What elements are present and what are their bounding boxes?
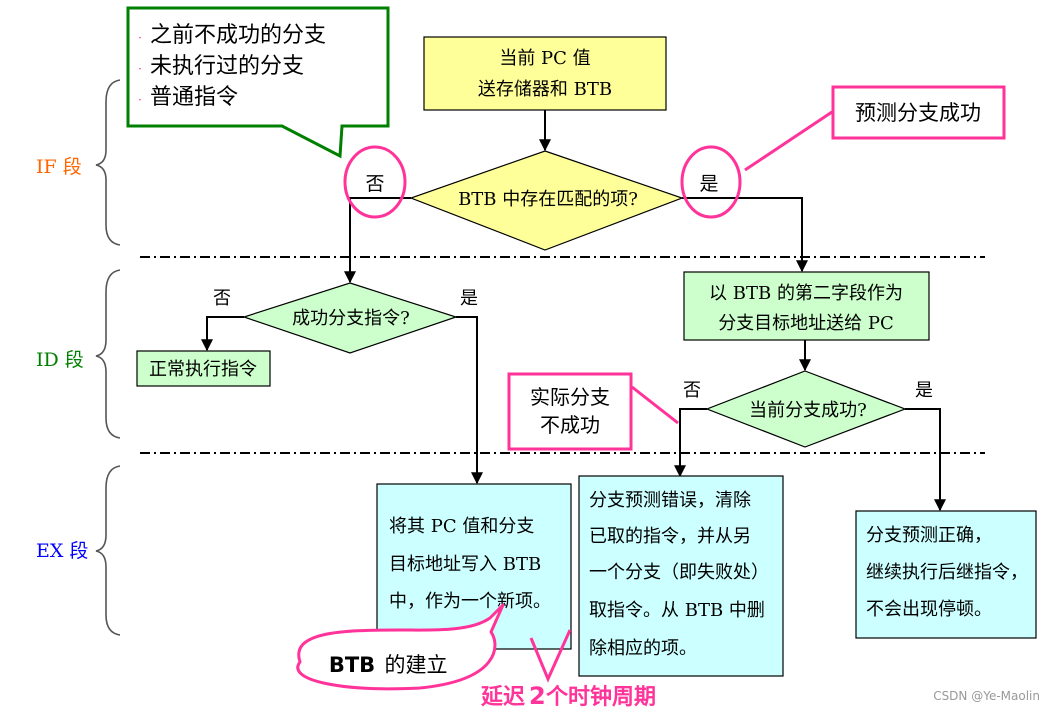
correct-line1: 分支预测正确，: [866, 525, 992, 546]
delay-marker: [529, 629, 572, 683]
correct-line3: 不会出现停顿。: [866, 599, 992, 620]
correct-prediction-box: 分支预测正确， 继续执行后继指令， 不会出现停顿。: [855, 510, 1037, 639]
start-box-line1: 当前 PC 值: [499, 48, 590, 69]
delay-label-number: 2: [529, 682, 546, 710]
delay-label-prefix: 延迟: [480, 684, 525, 710]
write-btb-line3: 中，作为一个新项。: [389, 591, 551, 612]
write-btb-box: 将其 PC 值和分支 目标地址写入 BTB 中，作为一个新项。: [376, 483, 572, 650]
callout-actual-fail-line1: 实际分支: [530, 385, 610, 409]
decision-branch-text: 成功分支指令?: [292, 308, 410, 329]
label-yes-top: 是: [699, 173, 718, 195]
mispredict-line3: 一个分支（即失败处）: [589, 562, 769, 583]
write-btb-line1: 将其 PC 值和分支: [389, 516, 534, 537]
decision-btb-text: BTB 中存在匹配的项?: [458, 189, 638, 210]
write-btb-line2: 目标地址写入 BTB: [389, 554, 541, 575]
arrow-branch-no: [201, 316, 244, 352]
decision-current-text: 当前分支成功?: [749, 400, 867, 421]
ex-brace: [95, 465, 121, 636]
if-brace: [95, 79, 121, 246]
highlight-no-circle: [343, 145, 407, 219]
callout-btb-build-suffix: 的建立: [385, 653, 448, 677]
label-no-current: 否: [683, 380, 701, 401]
callout-bullet-2: ·: [138, 62, 142, 76]
callout-actual-fail-line2: 不成功: [540, 413, 600, 437]
stage-label-ex: EX 段: [36, 540, 88, 562]
mispredict-line2: 已取的指令，并从另: [589, 526, 751, 547]
decision-btb-match: BTB 中存在匹配的项?: [409, 150, 684, 251]
normal-exec-text: 正常执行指令: [149, 359, 257, 380]
callout-item-2: 未执行过的分支: [150, 54, 304, 79]
label-no-top: 否: [365, 173, 384, 195]
mispredict-line1: 分支预测错误，清除: [589, 490, 751, 511]
btb-target-box: 以 BTB 的第二字段作为 分支目标地址送给 PC: [683, 271, 930, 341]
stage-braces: [95, 79, 121, 636]
callout-predict-success: 预测分支成功: [831, 85, 1006, 140]
btb-target-line2: 分支目标地址送给 PC: [718, 313, 894, 334]
callout-bullet-1: ·: [138, 31, 142, 45]
highlight-yes-circle: [680, 145, 742, 219]
callout-btb-build-prefix: BTB: [329, 653, 375, 677]
callout-predict-text: 预测分支成功: [855, 101, 981, 125]
mispredict-line4: 取指令。从 BTB 中删: [589, 600, 765, 621]
normal-exec-box: 正常执行指令: [136, 350, 271, 387]
callout-item-3: 普通指令: [150, 85, 238, 110]
callout-bullet-3: ·: [138, 93, 142, 107]
mispredict-box: 分支预测错误，清除 已取的指令，并从另 一个分支（即失败处） 取指令。从 BTB…: [578, 475, 784, 677]
stage-label-if: IF 段: [36, 156, 82, 178]
arrow-branch-yes: [456, 316, 483, 485]
label-yes-current: 是: [915, 380, 933, 401]
start-box-line2: 送存储器和 BTB: [478, 79, 612, 100]
label-no-id: 否: [213, 288, 231, 309]
stage-label-id: ID 段: [36, 349, 84, 371]
mispredict-line5: 除相应的项。: [589, 638, 697, 659]
decision-branch-instruction: 成功分支指令?: [242, 282, 458, 354]
id-brace: [95, 269, 121, 439]
callout-predict-pointer: [744, 110, 833, 172]
watermark: CSDN @Ye-Maolin: [933, 689, 1040, 703]
callout-item-1: 之前不成功的分支: [150, 23, 326, 48]
correct-line2: 继续执行后继指令，: [866, 562, 1028, 583]
callout-btb-build: BTB 的建立: [296, 603, 505, 691]
delay-label-suffix: 个时钟周期: [546, 684, 656, 710]
decision-current-branch: 当前分支成功?: [705, 370, 907, 448]
arrow-current-yes: [905, 408, 946, 512]
arrow-current-no: [674, 408, 707, 478]
callout-actual-fail-pointer: [631, 385, 679, 425]
callout-unsuccessful-branches: · 之前不成功的分支 · 未执行过的分支 · 普通指令: [126, 6, 390, 159]
btb-target-line1: 以 BTB 的第二字段作为: [709, 283, 903, 304]
label-yes-id: 是: [460, 288, 478, 309]
arrow-btb-no: [344, 197, 411, 284]
arrow-btb-yes: [682, 197, 808, 273]
start-box: 当前 PC 值 送存储器和 BTB: [423, 36, 667, 111]
callout-actual-fail: 实际分支 不成功: [507, 372, 633, 451]
